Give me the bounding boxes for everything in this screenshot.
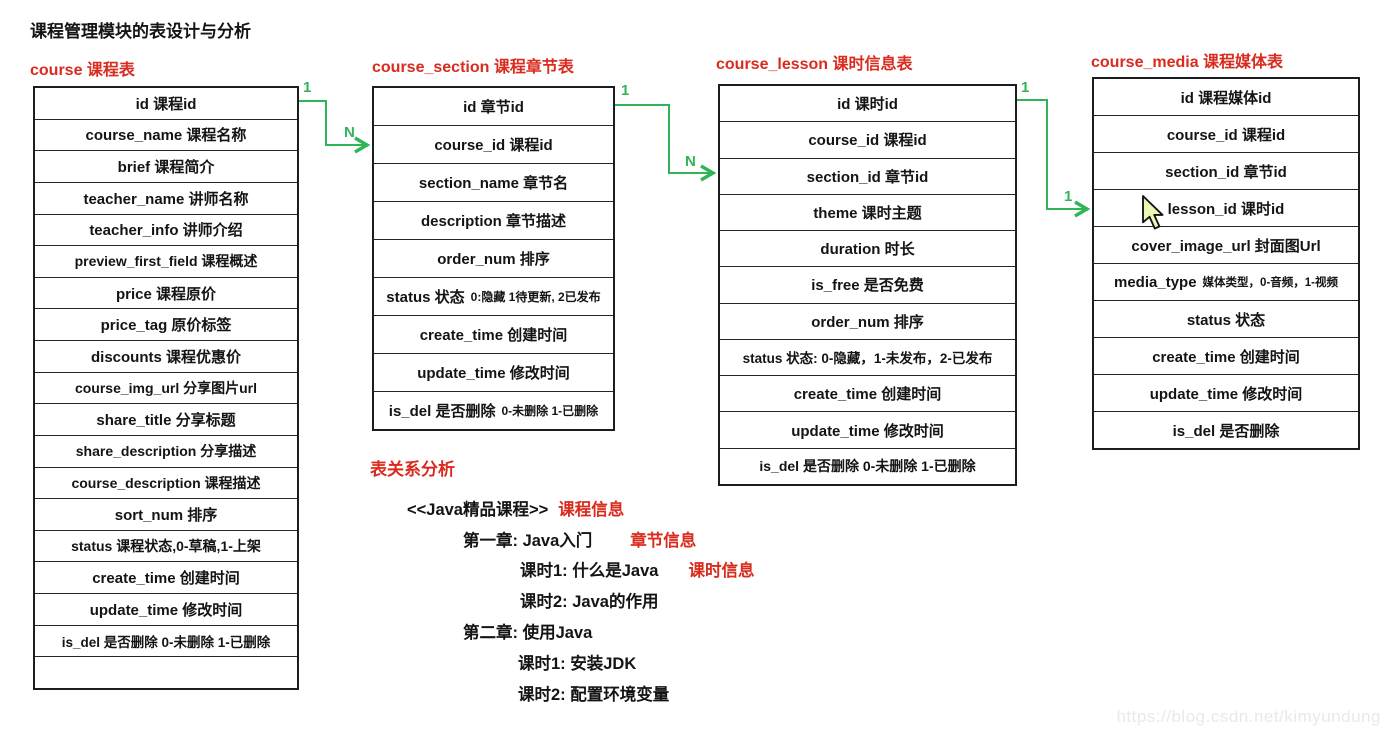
table-row: section_name 章节名 [374,164,613,202]
table-row: id 课程id [35,88,297,120]
table-row: status 状态: 0-隐藏，1-未发布，2-已发布 [720,340,1015,377]
table-row: duration 时长 [720,231,1015,268]
table-row: cover_image_url 封面图Url [1094,227,1358,264]
cardinality-label: 1 [621,82,629,99]
tree-text: 课时2: 配置环境变量 [518,686,670,704]
page-title: 课程管理模块的表设计与分析 [30,22,251,41]
tree-note: 课时信息 [688,562,755,580]
table-row: course_id 课程id [720,122,1015,159]
tree-text: 第二章: 使用Java [463,624,593,642]
table-row: teacher_info 讲师介绍 [35,215,297,247]
relation-tree-line: <<Java精品课程>> 课程信息 [407,496,624,520]
cardinality-label: N [344,124,355,141]
tree-text: 第一章: Java入门 [463,532,593,550]
table-row: sort_num 排序 [35,499,297,531]
table-row: course_img_url 分享图片url [35,373,297,405]
table-row: course_name 课程名称 [35,120,297,152]
table-row: section_id 章节id [720,159,1015,195]
table-row: update_time 修改时间 [35,594,297,626]
relation-tree-line: 课时1: 安装JDK [518,650,636,674]
relation-tree-line: 课时2: Java的作用 [520,588,658,612]
relations-heading: 表关系分析 [370,460,455,479]
table-row: brief 课程简介 [35,151,297,183]
tree-note: 章节信息 [630,532,697,550]
relation-tree-line: 第一章: Java入门 章节信息 [463,527,696,551]
cardinality-label: N [685,153,696,170]
table-title-course-section: course_section 课程章节表 [372,59,574,76]
table-row: share_title 分享标题 [35,404,297,436]
table-row: create_time 创建时间 [374,316,613,354]
table-row: discounts 课程优惠价 [35,341,297,373]
tree-text: 课时2: Java的作用 [520,593,659,611]
table-title-course-media: course_media 课程媒体表 [1091,54,1284,71]
table-row: share_description 分享描述 [35,436,297,468]
table-row: course_id 课程id [374,126,613,164]
table-row: is_free 是否免费 [720,267,1015,304]
cardinality-label: 1 [303,79,311,96]
table-row: teacher_name 讲师名称 [35,183,297,215]
table-row: is_del 是否删除 [1172,422,1280,440]
table-row: lesson_id 课时id [1094,190,1358,227]
relation-tree-line: 课时1: 什么是Java 课时信息 [520,557,754,581]
table-row: theme 课时主题 [720,195,1015,232]
table-row: update_time 修改时间 [1094,375,1358,412]
table-row: price 课程原价 [35,278,297,310]
table-row: price_tag 原价标签 [35,309,297,341]
cardinality-label: 1 [1021,79,1029,96]
tree-text: 课时1: 什么是Java [520,562,659,580]
table-row: update_time 修改时间 [374,354,613,392]
table-row: is_del 是否删除 0-未删除 1-已删除 [35,626,297,658]
tree-note: 课程信息 [558,501,625,519]
relation-tree-line: 课时2: 配置环境变量 [518,681,669,705]
connector-section-to-lesson [615,104,717,182]
relation-tree-line: 第二章: 使用Java [463,619,592,643]
table-row: description 章节描述 [374,202,613,240]
table-row: create_time 创建时间 [35,562,297,594]
tree-text: <<Java精品课程>> [407,501,549,519]
table-row: create_time 创建时间 [1094,338,1358,375]
table-row: id 课时id [720,86,1015,123]
table-row: course_id 课程id [1094,116,1358,153]
table-course-media: id 课程媒体id course_id 课程id section_id 章节id… [1092,77,1360,450]
table-row-empty [35,657,297,688]
table-row: is_del 是否删除 0-未删除 1-已删除 [759,458,976,475]
table-row: id 课程媒体id [1094,79,1358,116]
table-row: preview_first_field 课程概述 [35,246,297,278]
table-row: create_time 创建时间 [720,376,1015,413]
table-row: order_num 排序 [720,304,1015,340]
connector-course-to-section [299,100,371,154]
connector-lesson-to-media [1017,99,1091,218]
watermark: https://blog.csdn.net/kimyundung [1116,707,1381,726]
table-title-course-lesson: course_lesson 课时信息表 [716,56,913,73]
table-row: status 课程状态,0-草稿,1-上架 [35,531,297,563]
table-row: status 状态 [1094,301,1358,338]
tree-text: 课时1: 安装JDK [518,655,637,673]
table-course: id 课程id course_name 课程名称 brief 课程简介 teac… [33,86,299,690]
table-row: update_time 修改时间 [720,412,1015,449]
table-course-section: id 章节id course_id 课程id section_name 章节名 … [372,86,615,431]
table-row: id 章节id [374,88,613,126]
cardinality-label: 1 [1064,188,1072,205]
table-course-lesson: id 课时id course_id 课程id section_id 章节id t… [718,84,1017,486]
table-row: order_num 排序 [374,240,613,278]
table-row: course_description 课程描述 [35,468,297,500]
table-row: section_id 章节id [1094,153,1358,190]
table-title-course: course 课程表 [30,62,135,79]
